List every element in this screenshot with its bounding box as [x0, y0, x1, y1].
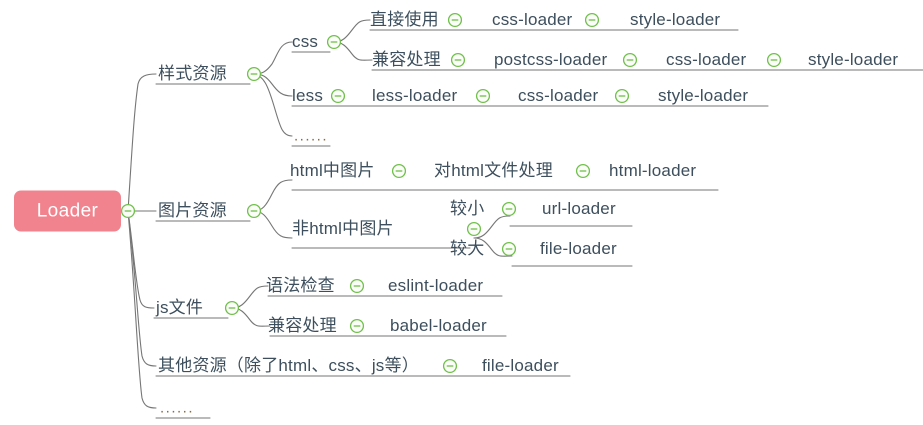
edge-style-more [253, 73, 293, 137]
minus-circle-icon-image-res[interactable] [246, 203, 262, 219]
node-css-compat[interactable]: 兼容处理 [372, 50, 441, 69]
node-js-compat[interactable]: 兼容处理 [268, 316, 337, 335]
minus-circle-icon-img-large[interactable] [501, 241, 517, 257]
node-style-more[interactable]: ...... [294, 127, 329, 145]
node-css-loader-3[interactable]: css-loader [518, 86, 599, 105]
minus-circle-icon-js-file[interactable] [224, 300, 240, 316]
node-image-res[interactable]: 图片资源 [158, 201, 227, 220]
edge-root-style [127, 73, 157, 212]
node-img-small[interactable]: 较小 [450, 199, 485, 218]
minus-circle-icon-root[interactable] [120, 203, 136, 219]
node-url-loader[interactable]: url-loader [542, 199, 616, 218]
minus-circle-icon-less-loader[interactable] [475, 88, 491, 104]
root-node-label: Loader [36, 200, 99, 221]
minus-circle-icon-js-compat[interactable] [349, 318, 365, 334]
node-css[interactable]: css [292, 32, 319, 51]
minus-circle-icon-img-not-html[interactable] [466, 221, 482, 237]
minus-circle-icon-img-in-html[interactable] [391, 163, 407, 179]
node-style-loader-3[interactable]: style-loader [658, 86, 749, 105]
minus-circle-icon-css-compat[interactable] [450, 52, 466, 68]
minus-circle-icon-css-loader-2[interactable] [766, 52, 782, 68]
minus-circle-icon-css[interactable] [326, 34, 342, 50]
node-postcss-loader[interactable]: postcss-loader [494, 50, 608, 69]
node-css-loader-1[interactable]: css-loader [492, 10, 573, 29]
node-file-loader-2[interactable]: file-loader [482, 356, 559, 375]
node-babel-loader[interactable]: babel-loader [390, 316, 487, 335]
node-css-loader-2[interactable]: css-loader [666, 50, 747, 69]
node-img-large[interactable]: 较大 [450, 239, 485, 258]
minus-circle-icon-css-loader-1[interactable] [584, 12, 600, 28]
minus-circle-icon-less[interactable] [330, 88, 346, 104]
edge-root-js [127, 210, 155, 309]
node-style-res[interactable]: 样式资源 [158, 64, 227, 83]
edge-root-more [127, 210, 157, 409]
minus-circle-icon-html-file-process[interactable] [575, 163, 591, 179]
minus-circle-icon-other-res[interactable] [442, 358, 458, 374]
node-less[interactable]: less [292, 86, 324, 105]
node-img-in-html[interactable]: html中图片 [290, 161, 375, 180]
edge-root-other [127, 210, 157, 367]
node-less-loader[interactable]: less-loader [372, 86, 458, 105]
node-eslint-loader[interactable]: eslint-loader [388, 276, 484, 295]
node-other-res[interactable]: 其他资源（除了html、css、js等） [158, 356, 419, 375]
minus-circle-icon-postcss-loader[interactable] [622, 52, 638, 68]
node-style-loader-2[interactable]: style-loader [808, 50, 899, 69]
node-root-more[interactable]: ...... [160, 399, 195, 417]
node-html-file-process[interactable]: 对html文件处理 [434, 161, 553, 180]
node-file-loader-1[interactable]: file-loader [540, 239, 617, 258]
node-css-direct[interactable]: 直接使用 [370, 10, 439, 29]
minus-circle-icon-css-direct[interactable] [447, 12, 463, 28]
minus-circle-icon-style-res[interactable] [246, 66, 262, 82]
root-node[interactable]: Loader [14, 190, 121, 232]
minus-circle-icon-img-small[interactable] [501, 201, 517, 217]
node-html-loader[interactable]: html-loader [609, 161, 697, 180]
node-img-not-html[interactable]: 非html中图片 [292, 219, 394, 238]
node-js-lint[interactable]: 语法检查 [266, 276, 335, 295]
node-style-loader-1[interactable]: style-loader [630, 10, 721, 29]
minus-circle-icon-css-loader-3[interactable] [614, 88, 630, 104]
node-js-file[interactable]: js文件 [156, 298, 204, 317]
minus-circle-icon-js-lint[interactable] [349, 278, 365, 294]
